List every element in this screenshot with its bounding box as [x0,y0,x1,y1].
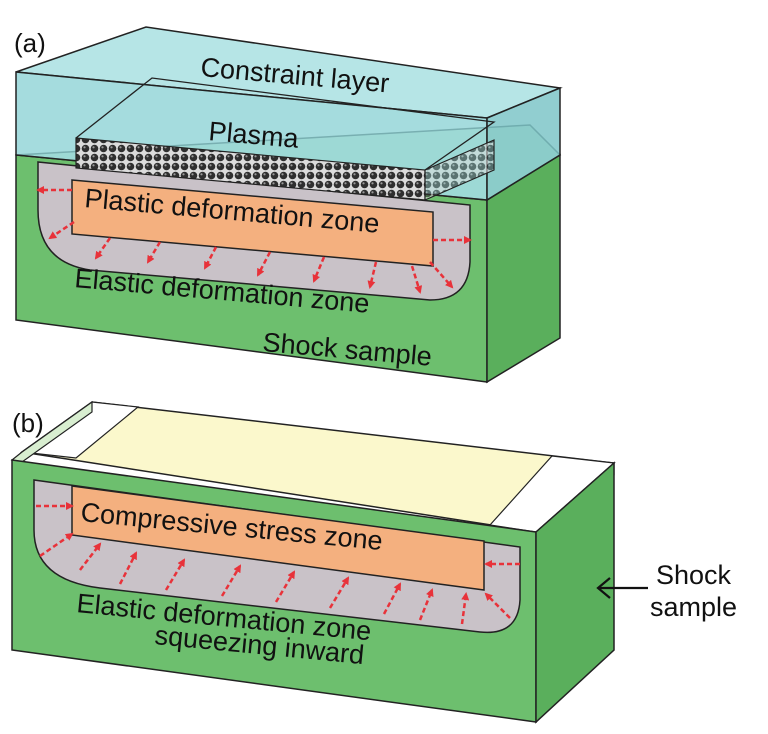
panel-a: (a) Constraint layer Plasma Plastic defo… [14,26,563,384]
stress-arrow [256,251,272,277]
outward-arrows [36,186,472,294]
sample-pointer-arrow [596,577,648,599]
stress-arrow [146,241,162,264]
stress-arrow [328,576,350,609]
compressive-zone-region [71,485,485,591]
inward-arrows [36,502,520,625]
stress-arrow [410,265,423,294]
stress-arrow [274,570,296,603]
stress-arrow [220,564,242,597]
stress-arrow [367,261,378,289]
shock-sample-label-line1: Shock [656,560,732,590]
stress-arrow [118,551,138,585]
stress-arrow [94,237,112,260]
shock-sample-label-line2: sample [650,592,737,622]
stress-arrow [48,220,75,240]
stress-arrow [418,588,434,621]
stress-arrow [382,582,402,615]
stress-arrow [39,532,74,558]
plasma-top-outline [75,77,496,171]
plasma-layer-side [424,139,495,201]
panel-a-label: (a) [14,28,46,58]
stress-arrow [429,261,454,289]
stress-arrow [203,246,218,270]
stress-arrow [312,256,326,283]
panel-b: (b) Compressive stress zone Elastic defo… [10,400,737,724]
stress-arrow [164,558,186,591]
stress-arrow [460,592,470,625]
stress-arrow [484,592,511,619]
stress-arrow [79,542,102,571]
panel-b-label: (b) [12,408,44,438]
sample-side-face [535,461,615,724]
